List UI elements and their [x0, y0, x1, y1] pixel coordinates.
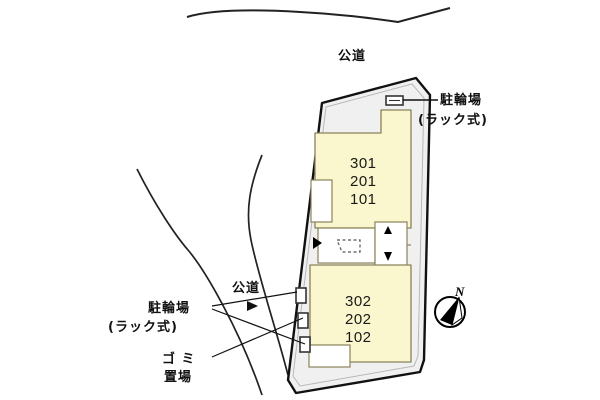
bike-parking-left-label-line2: (ラック式) — [108, 319, 178, 335]
road-left-label: 公道 — [232, 280, 260, 296]
unit-number-102: 102 — [345, 329, 372, 346]
entrance-corridor — [317, 227, 376, 264]
site-inner-edge — [292, 83, 425, 387]
upper-unit-block — [314, 109, 412, 229]
bike-parking-right-label-line1: 駐輪場 — [440, 92, 482, 108]
compass-needle-dark — [440, 297, 459, 325]
stair-up-arrow — [384, 226, 392, 234]
unit-number-302: 302 — [345, 293, 372, 310]
corridor-dashed-outline — [336, 239, 361, 253]
unit-number-202: 202 — [345, 311, 372, 328]
road-top-label: 公道 — [338, 48, 366, 64]
unit-number-101: 101 — [350, 191, 377, 208]
leader-line-trash — [211, 317, 304, 358]
bike-parking-right-label-line2: (ラック式) — [418, 112, 488, 128]
leader-arrowhead-bike — [247, 301, 258, 311]
left-edge-marker-3 — [299, 336, 311, 353]
unit-number-301: 301 — [350, 155, 377, 172]
left-edge-marker-2 — [297, 312, 309, 329]
unit-number-201: 201 — [350, 173, 377, 190]
stairwell — [374, 221, 408, 270]
trash-area-label-line2: 置場 — [164, 369, 192, 385]
compass-north-letter: N — [454, 284, 465, 299]
lower-unit-block — [309, 264, 412, 363]
trash-area-label-line1: ゴ ミ — [162, 351, 196, 367]
leader-line-bike-2 — [211, 308, 306, 345]
compass-rose: N — [434, 284, 466, 328]
stair-down-arrow — [384, 252, 392, 261]
bike-parking-left-label-line1: 駐輪場 — [148, 300, 190, 316]
road-top-boundary-line — [186, 7, 451, 24]
lower-balcony — [308, 344, 351, 368]
leader-line-bike-1 — [211, 291, 298, 307]
entrance-arrow — [313, 237, 322, 249]
upper-balcony — [310, 179, 333, 223]
left-edge-marker-1 — [295, 287, 307, 304]
compass-needle-light — [451, 296, 463, 327]
